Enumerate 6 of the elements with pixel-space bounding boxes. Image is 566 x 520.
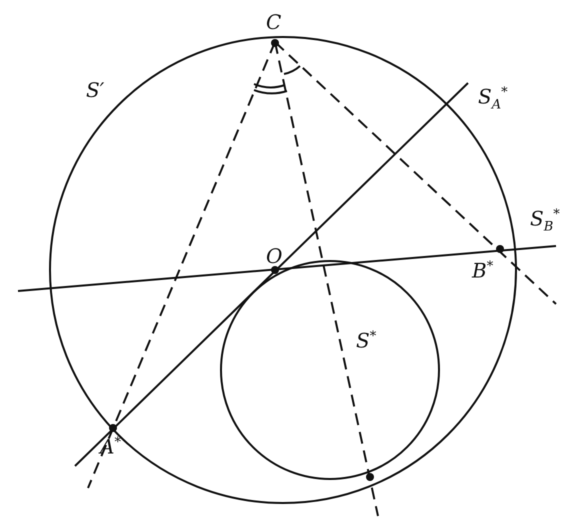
point-label: B$^{*}$ (472, 260, 494, 281)
point-label: C (266, 12, 282, 32)
point-label: O (266, 246, 282, 266)
circle-label: S$^{*}$ (356, 330, 376, 351)
circle-label: S′ (86, 80, 104, 100)
point-label: A$^{*}$ (100, 436, 121, 457)
